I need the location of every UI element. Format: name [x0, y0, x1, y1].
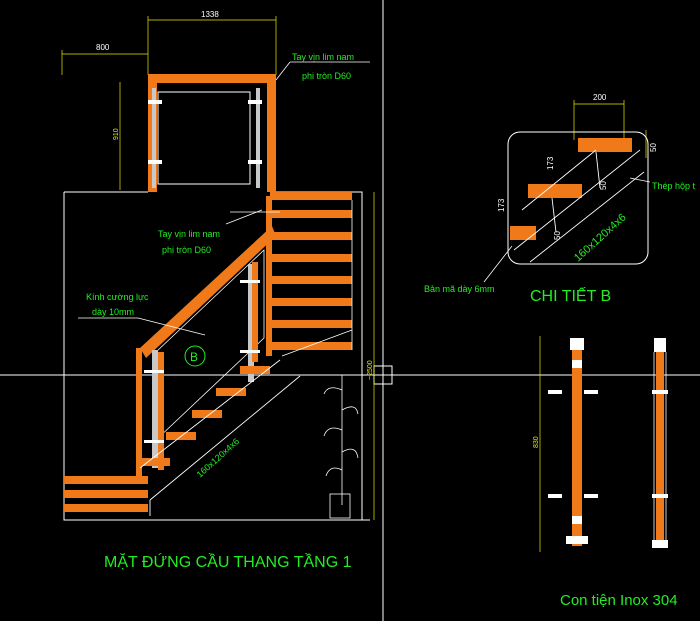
plate-leader [483, 245, 513, 283]
stair-elevation: 1338 800 910 Tay vịn lim nam phi tròn D6… [61, 10, 375, 571]
dim-top-width: 1338 [201, 10, 219, 19]
label-handrail-mid-2: phi tròn D60 [162, 245, 211, 255]
dim-left-offset: 800 [96, 43, 110, 52]
label-plate: Bản mã dày 6mm [424, 284, 495, 294]
label-glass-1: Kính cường lực [86, 292, 149, 302]
label-detail-stringer: 160x120x4x6 [572, 212, 629, 265]
dim-detail-riser-a: 173 [546, 156, 555, 170]
glass-panel [78, 249, 265, 441]
steel-box-leader [629, 177, 651, 183]
dim-rail-height: 910 [113, 128, 120, 140]
detail-frame [507, 131, 649, 265]
detail-stringer [513, 149, 645, 263]
label-glass-2: dày 10mm [92, 307, 134, 317]
marker-b-circle [184, 345, 206, 367]
diagonal-handrail [140, 209, 280, 358]
dim-detail-width: 200 [593, 93, 607, 102]
post-front [548, 338, 598, 546]
title-elevation: MẶT ĐỨNG CẦU THANG TẦNG 1 [104, 552, 352, 571]
dim-detail-riser-b: 173 [497, 198, 506, 212]
detail-b: 200 50 173 173 50 50 160x120x4x6 Thép hộ… [424, 93, 696, 305]
post-side [652, 338, 668, 548]
bottom-steps [64, 476, 148, 512]
label-handrail-mid-1: Tay vịn lim nam [158, 229, 220, 239]
detail-dimension-lines [573, 100, 647, 158]
title-post: Con tiện Inox 304 [560, 592, 678, 609]
label-steel-box: Thép hộp t [652, 181, 696, 191]
stringer [139, 359, 301, 516]
dim-detail-thk-a: 50 [599, 181, 608, 190]
wall-outline [63, 191, 370, 521]
top-dimension [61, 16, 277, 190]
top-handrail-frame [148, 61, 370, 192]
post-detail: 830 Con tiện Inox 304 [533, 336, 678, 609]
marker-b-label: B [190, 350, 198, 364]
label-handrail-top-2: phi tròn D60 [302, 71, 351, 81]
dim-stair-height: ~2500 [367, 360, 374, 380]
title-detail-b: CHI TIẾT B [530, 286, 611, 305]
dim-detail-thk-b: 50 [553, 231, 562, 240]
upper-flight [266, 192, 353, 357]
label-handrail-top-1: Tay vịn lim nam [292, 52, 354, 62]
dim-post-height: 830 [533, 436, 540, 448]
balusters [136, 262, 260, 476]
dim-detail-thk-c: 50 [649, 143, 658, 152]
plant-decoration [323, 375, 359, 519]
